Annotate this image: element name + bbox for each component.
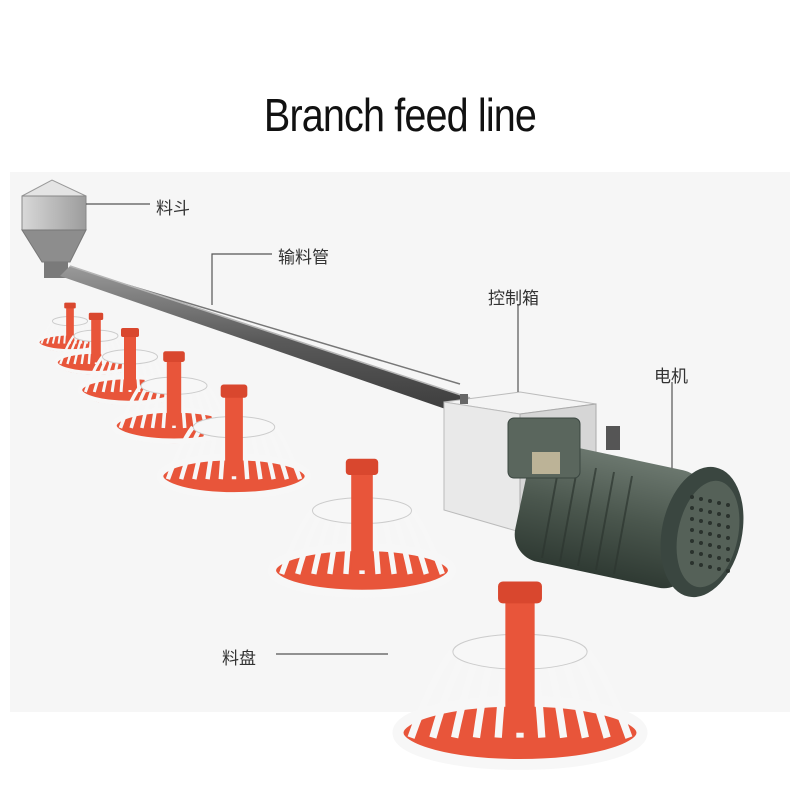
- grille-hole: [690, 550, 694, 554]
- motor-label: 电机: [654, 367, 688, 387]
- grille-hole: [726, 503, 730, 507]
- grille-hole: [690, 528, 694, 532]
- grille-hole: [708, 565, 712, 569]
- feed-pan: [392, 581, 648, 770]
- grille-hole: [699, 530, 703, 534]
- leader-lines: [86, 203, 673, 655]
- grille-hole: [717, 523, 721, 527]
- hopper-label: 料斗: [156, 199, 190, 219]
- grille-hole: [708, 532, 712, 536]
- grille-hole: [717, 556, 721, 560]
- background-panel: [10, 172, 790, 712]
- grille-hole: [708, 543, 712, 547]
- control-box-label: 控制箱: [488, 289, 539, 309]
- grille-hole: [726, 547, 730, 551]
- grille-hole: [708, 554, 712, 558]
- grille-hole: [717, 501, 721, 505]
- grille-hole: [690, 506, 694, 510]
- feed-pipe: [60, 265, 471, 414]
- grille-hole: [708, 521, 712, 525]
- grille-hole: [708, 510, 712, 514]
- grille-hole: [717, 545, 721, 549]
- grille-hole: [699, 552, 703, 556]
- grille-hole: [717, 512, 721, 516]
- grille-hole: [726, 569, 730, 573]
- grille-hole: [690, 517, 694, 521]
- feed-pan: [111, 351, 237, 444]
- grille-hole: [690, 539, 694, 543]
- motor: [507, 417, 744, 598]
- feed-pan: [156, 384, 312, 499]
- grille-hole: [690, 561, 694, 565]
- grille-hole: [726, 558, 730, 562]
- feed-pan-label: 料盘: [222, 649, 256, 669]
- grille-hole: [708, 499, 712, 503]
- feed-pan: [267, 458, 457, 598]
- grille-hole: [726, 525, 730, 529]
- feed-pipe-label: 输料管: [278, 248, 329, 268]
- grille-hole: [717, 567, 721, 571]
- grille-hole: [699, 541, 703, 545]
- grille-hole: [699, 519, 703, 523]
- grille-hole: [726, 514, 730, 518]
- page-title: Branch feed line: [263, 89, 537, 141]
- grille-hole: [690, 495, 694, 499]
- feed-pans: [36, 302, 648, 770]
- grille-hole: [699, 497, 703, 501]
- grille-hole: [699, 563, 703, 567]
- grille-hole: [699, 508, 703, 512]
- grille-hole: [717, 534, 721, 538]
- grille-hole: [726, 536, 730, 540]
